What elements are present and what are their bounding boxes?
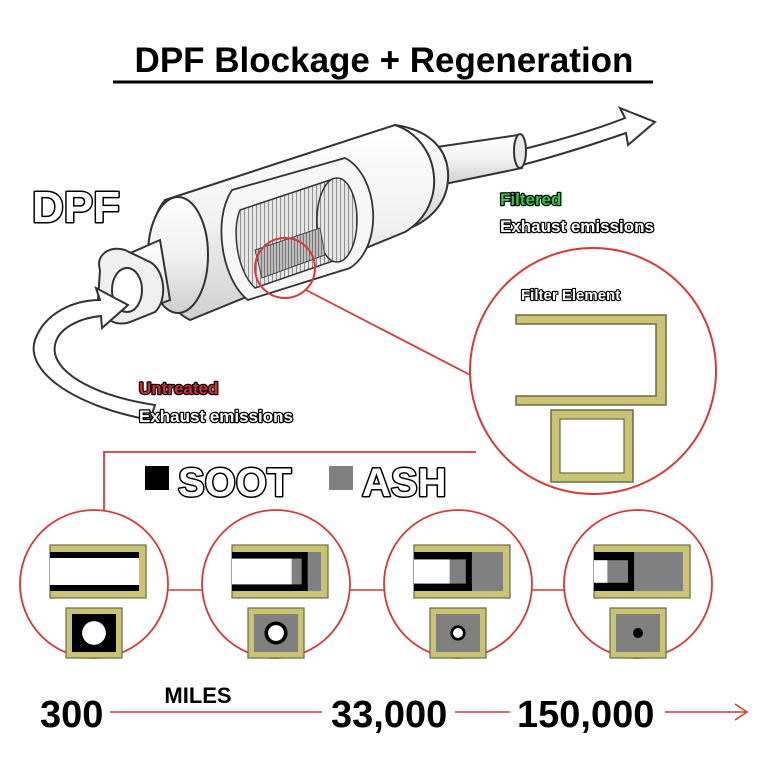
legend-ash: ASH bbox=[362, 461, 446, 505]
soot-layer-bottom bbox=[232, 584, 308, 591]
page-title: DPF Blockage + Regeneration bbox=[135, 41, 634, 80]
magnifier-source-circle bbox=[254, 237, 316, 299]
soot-layer-bottom bbox=[594, 582, 635, 591]
stage-1 bbox=[19, 509, 169, 659]
soot-layer-top bbox=[232, 552, 308, 559]
untreated-flow-arrow bbox=[32, 285, 157, 422]
timeline-mark-33000: 33,000 bbox=[331, 694, 447, 736]
outlet-opening bbox=[82, 621, 106, 645]
outlet-soot-ring bbox=[633, 628, 643, 638]
timeline-mark-150000: 150,000 bbox=[517, 694, 654, 736]
soot-swatch bbox=[145, 466, 169, 490]
untreated-emissions-label: Exhaust emissions bbox=[139, 407, 293, 426]
soot-layer-top bbox=[594, 552, 635, 561]
filter-element-detail: Filter Element bbox=[469, 247, 717, 495]
stage-2 bbox=[201, 509, 351, 659]
filter-element-label: Filter Element bbox=[521, 287, 620, 304]
filtered-emissions-label: Exhaust emissions bbox=[500, 217, 654, 236]
dpf-canister bbox=[96, 123, 527, 325]
filtered-flow-arrow bbox=[518, 106, 657, 167]
legend-soot: SOOT bbox=[178, 461, 291, 505]
stage-bracket bbox=[103, 451, 476, 510]
timeline-miles-label: MILES bbox=[164, 683, 231, 708]
timeline-arrow-head bbox=[734, 703, 749, 721]
blockage-stages bbox=[19, 509, 713, 659]
stage-4 bbox=[563, 509, 713, 659]
soot-layer-end bbox=[301, 552, 308, 591]
soot-layer-top bbox=[414, 552, 472, 560]
mileage-timeline: MILES 300 33,000 150,000 bbox=[40, 683, 749, 736]
soot-layer-bottom bbox=[414, 583, 472, 591]
soot-layer-end bbox=[465, 552, 472, 591]
soot-layer-bottom bbox=[50, 585, 139, 591]
soot-layer-end bbox=[628, 552, 635, 591]
filtered-label: Filtered bbox=[500, 190, 561, 209]
stage-3 bbox=[383, 509, 533, 659]
timeline-mark-300: 300 bbox=[40, 694, 103, 736]
outlet-opening bbox=[453, 628, 463, 638]
ash-swatch bbox=[329, 466, 353, 490]
outlet-opening bbox=[268, 625, 284, 641]
channel-interior bbox=[50, 552, 139, 591]
untreated-label: Untreated bbox=[139, 379, 218, 398]
magnifier-line bbox=[305, 289, 477, 379]
dpf-label: DPF bbox=[32, 183, 120, 232]
soot-layer-top bbox=[50, 552, 139, 558]
